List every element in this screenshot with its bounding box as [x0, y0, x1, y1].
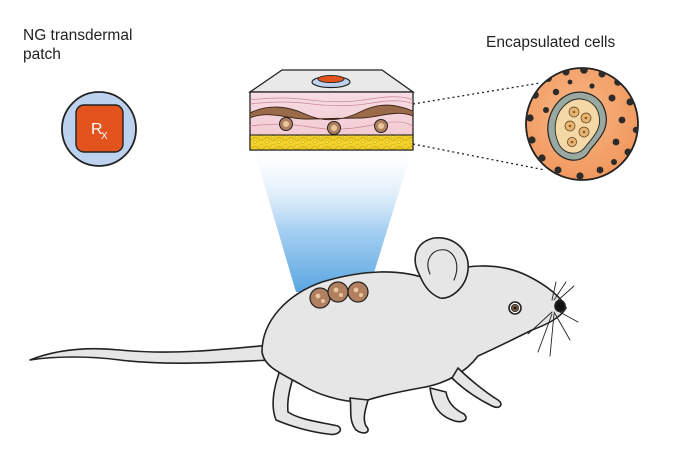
mouse-ear	[414, 237, 469, 299]
rx-symbol: R	[91, 121, 103, 138]
magnification-beam	[254, 150, 412, 292]
mouse-nose	[554, 299, 566, 313]
rx-subscript: X	[101, 131, 108, 142]
encapsulated-cells-capsule-icon	[525, 67, 639, 181]
transdermal-patch-icon: R X	[61, 91, 137, 167]
patch-title-line2: patch	[23, 46, 61, 63]
encapsulated-cells-title: Encapsulated cells	[486, 34, 616, 51]
mouse-capsule-icons	[309, 281, 369, 309]
zoom-line-bottom	[412, 143, 546, 171]
zoom-line-top	[412, 82, 541, 105]
skin-cross-section	[247, 69, 416, 151]
patch-title-line1: NG transdermal	[23, 27, 133, 44]
mouse-whiskers	[527, 281, 579, 357]
mouse-tail	[29, 344, 273, 364]
patch-title: NG transdermal patch	[23, 26, 193, 64]
mouse-illustration	[29, 237, 579, 436]
